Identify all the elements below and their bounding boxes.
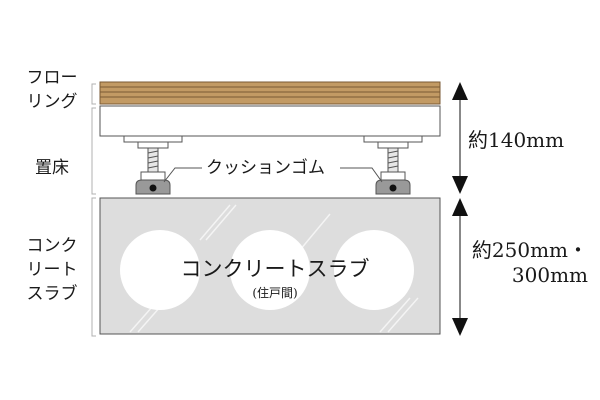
raised-floor-bracket <box>91 107 96 195</box>
arrow-head <box>452 198 468 216</box>
void-circle <box>120 230 200 310</box>
void-circle <box>230 230 310 310</box>
flooring-bracket <box>91 83 96 105</box>
support-leg-left <box>123 135 183 195</box>
cushion-hole <box>389 184 397 192</box>
label-cushion-rubber: クッションゴム <box>202 157 329 179</box>
leg-plate <box>137 141 169 149</box>
label-flooring: フロー リング <box>26 68 78 112</box>
flooring-layer <box>99 81 441 105</box>
bolt-thread <box>147 155 159 159</box>
bolt-thread <box>387 165 399 169</box>
left-bracket-lines <box>91 83 96 337</box>
bolt-thread <box>387 150 399 154</box>
support-leg-right <box>363 135 423 195</box>
bolt-thread <box>387 155 399 159</box>
leg-plate <box>377 141 409 149</box>
label-slab-title: コンクリートスラブ <box>180 257 370 281</box>
dimension-arrows <box>452 82 468 336</box>
dimension-slab: 約250mm・ 300mm <box>471 238 588 287</box>
void-circle <box>334 230 414 310</box>
leg-nut <box>380 171 406 181</box>
bolt-thread <box>147 160 159 164</box>
leader-right <box>340 167 383 183</box>
bolt-thread <box>147 150 159 154</box>
leg-top-plate <box>363 135 423 143</box>
label-concrete-slab: コンク リート スラブ <box>26 236 78 304</box>
base-panel <box>99 105 441 137</box>
leg-nut <box>140 171 166 181</box>
flooring-board <box>99 81 441 105</box>
concrete-slab <box>99 197 441 335</box>
label-raised-floor: 置床 <box>35 158 69 178</box>
cushion-leaders <box>163 167 383 183</box>
cushion-hole <box>149 184 157 192</box>
bolt-thread <box>387 160 399 164</box>
arrow-head <box>452 176 468 194</box>
dimension-raised-floor: 約140mm <box>468 128 565 152</box>
arrow-head <box>452 318 468 336</box>
leg-top-plate <box>123 135 183 143</box>
arrow-head <box>452 82 468 100</box>
slab-bracket <box>91 197 96 337</box>
leader-left <box>163 167 205 183</box>
bolt-thread <box>147 165 159 169</box>
label-slab-subtitle: (住戸間) <box>252 286 298 300</box>
